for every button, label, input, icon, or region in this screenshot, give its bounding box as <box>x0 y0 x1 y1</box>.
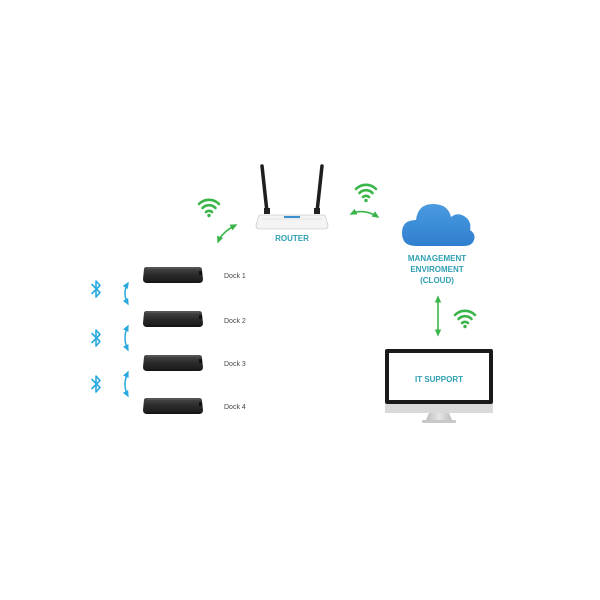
dock-4: Dock 4 <box>142 397 246 415</box>
cloud-label-line2: ENVIROMENT <box>410 265 463 274</box>
dock-icon <box>142 310 204 328</box>
wifi-icon <box>197 198 221 218</box>
dock-1: Dock 1 <box>142 266 246 284</box>
dock-label: Dock 1 <box>224 273 246 280</box>
dock-label: Dock 4 <box>224 404 246 411</box>
wifi-icon <box>453 309 477 329</box>
dock-label: Dock 2 <box>224 318 246 325</box>
wifi-icon <box>354 183 378 203</box>
dock-3: Dock 3 <box>142 354 246 372</box>
dock-router-arrow <box>217 224 238 244</box>
bluetooth-arrow <box>122 324 129 352</box>
bluetooth-arrow <box>122 281 129 306</box>
router-label: ROUTER <box>275 234 309 243</box>
bluetooth-icon <box>91 329 101 347</box>
dock-label: Dock 3 <box>224 361 246 368</box>
dock-icon <box>142 266 204 284</box>
cloud-label-line1: MANAGEMENT <box>408 254 466 263</box>
router-icon <box>255 164 329 230</box>
dock-icon <box>142 397 204 415</box>
cloud-icon <box>402 204 475 246</box>
it-support-label: IT SUPPORT <box>415 375 463 384</box>
dock-list: Dock 1 Dock 2 Dock 3 Dock 4 <box>142 266 246 415</box>
dock-2: Dock 2 <box>142 310 246 328</box>
dock-icon <box>142 354 204 372</box>
bluetooth-icon <box>91 375 101 393</box>
monitor-icon <box>385 349 493 423</box>
cloud-label-line3: (CLOUD) <box>420 276 454 285</box>
router-cloud-arrow <box>349 208 380 218</box>
bluetooth-arrow <box>122 370 129 398</box>
bluetooth-icon <box>91 280 101 298</box>
